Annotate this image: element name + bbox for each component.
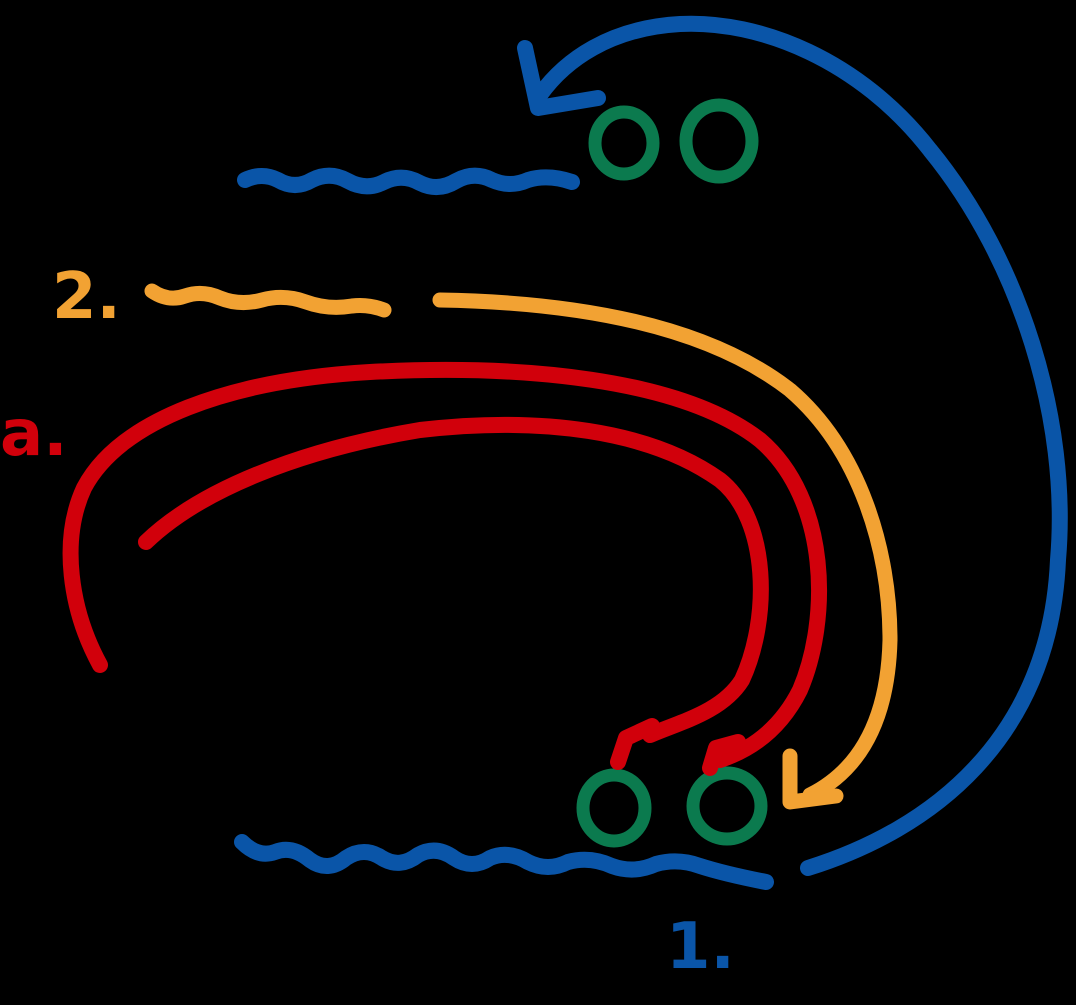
red-outer-arrowhead	[702, 734, 746, 776]
orange-wavy-line	[144, 283, 392, 318]
orange-arrowhead	[782, 748, 844, 810]
red-outer-curve-arrow	[62, 361, 828, 768]
bottom-wavy-line	[234, 834, 774, 890]
blue-arrowhead	[517, 40, 606, 116]
red-inner-arrowhead	[610, 718, 660, 770]
top-circle-right	[679, 98, 759, 184]
orange-curve-arrow	[432, 292, 898, 803]
blue-arc-arrow	[532, 15, 1068, 876]
bottom-circle-right	[686, 766, 768, 846]
label-one: 1.	[666, 910, 735, 984]
bottom-circle-left	[576, 768, 652, 848]
red-inner-curve-arrow	[138, 416, 769, 743]
top-wavy-line	[237, 167, 580, 195]
top-circle-left	[588, 105, 660, 181]
label-a: a.	[0, 397, 68, 471]
label-two: 2.	[52, 260, 121, 334]
